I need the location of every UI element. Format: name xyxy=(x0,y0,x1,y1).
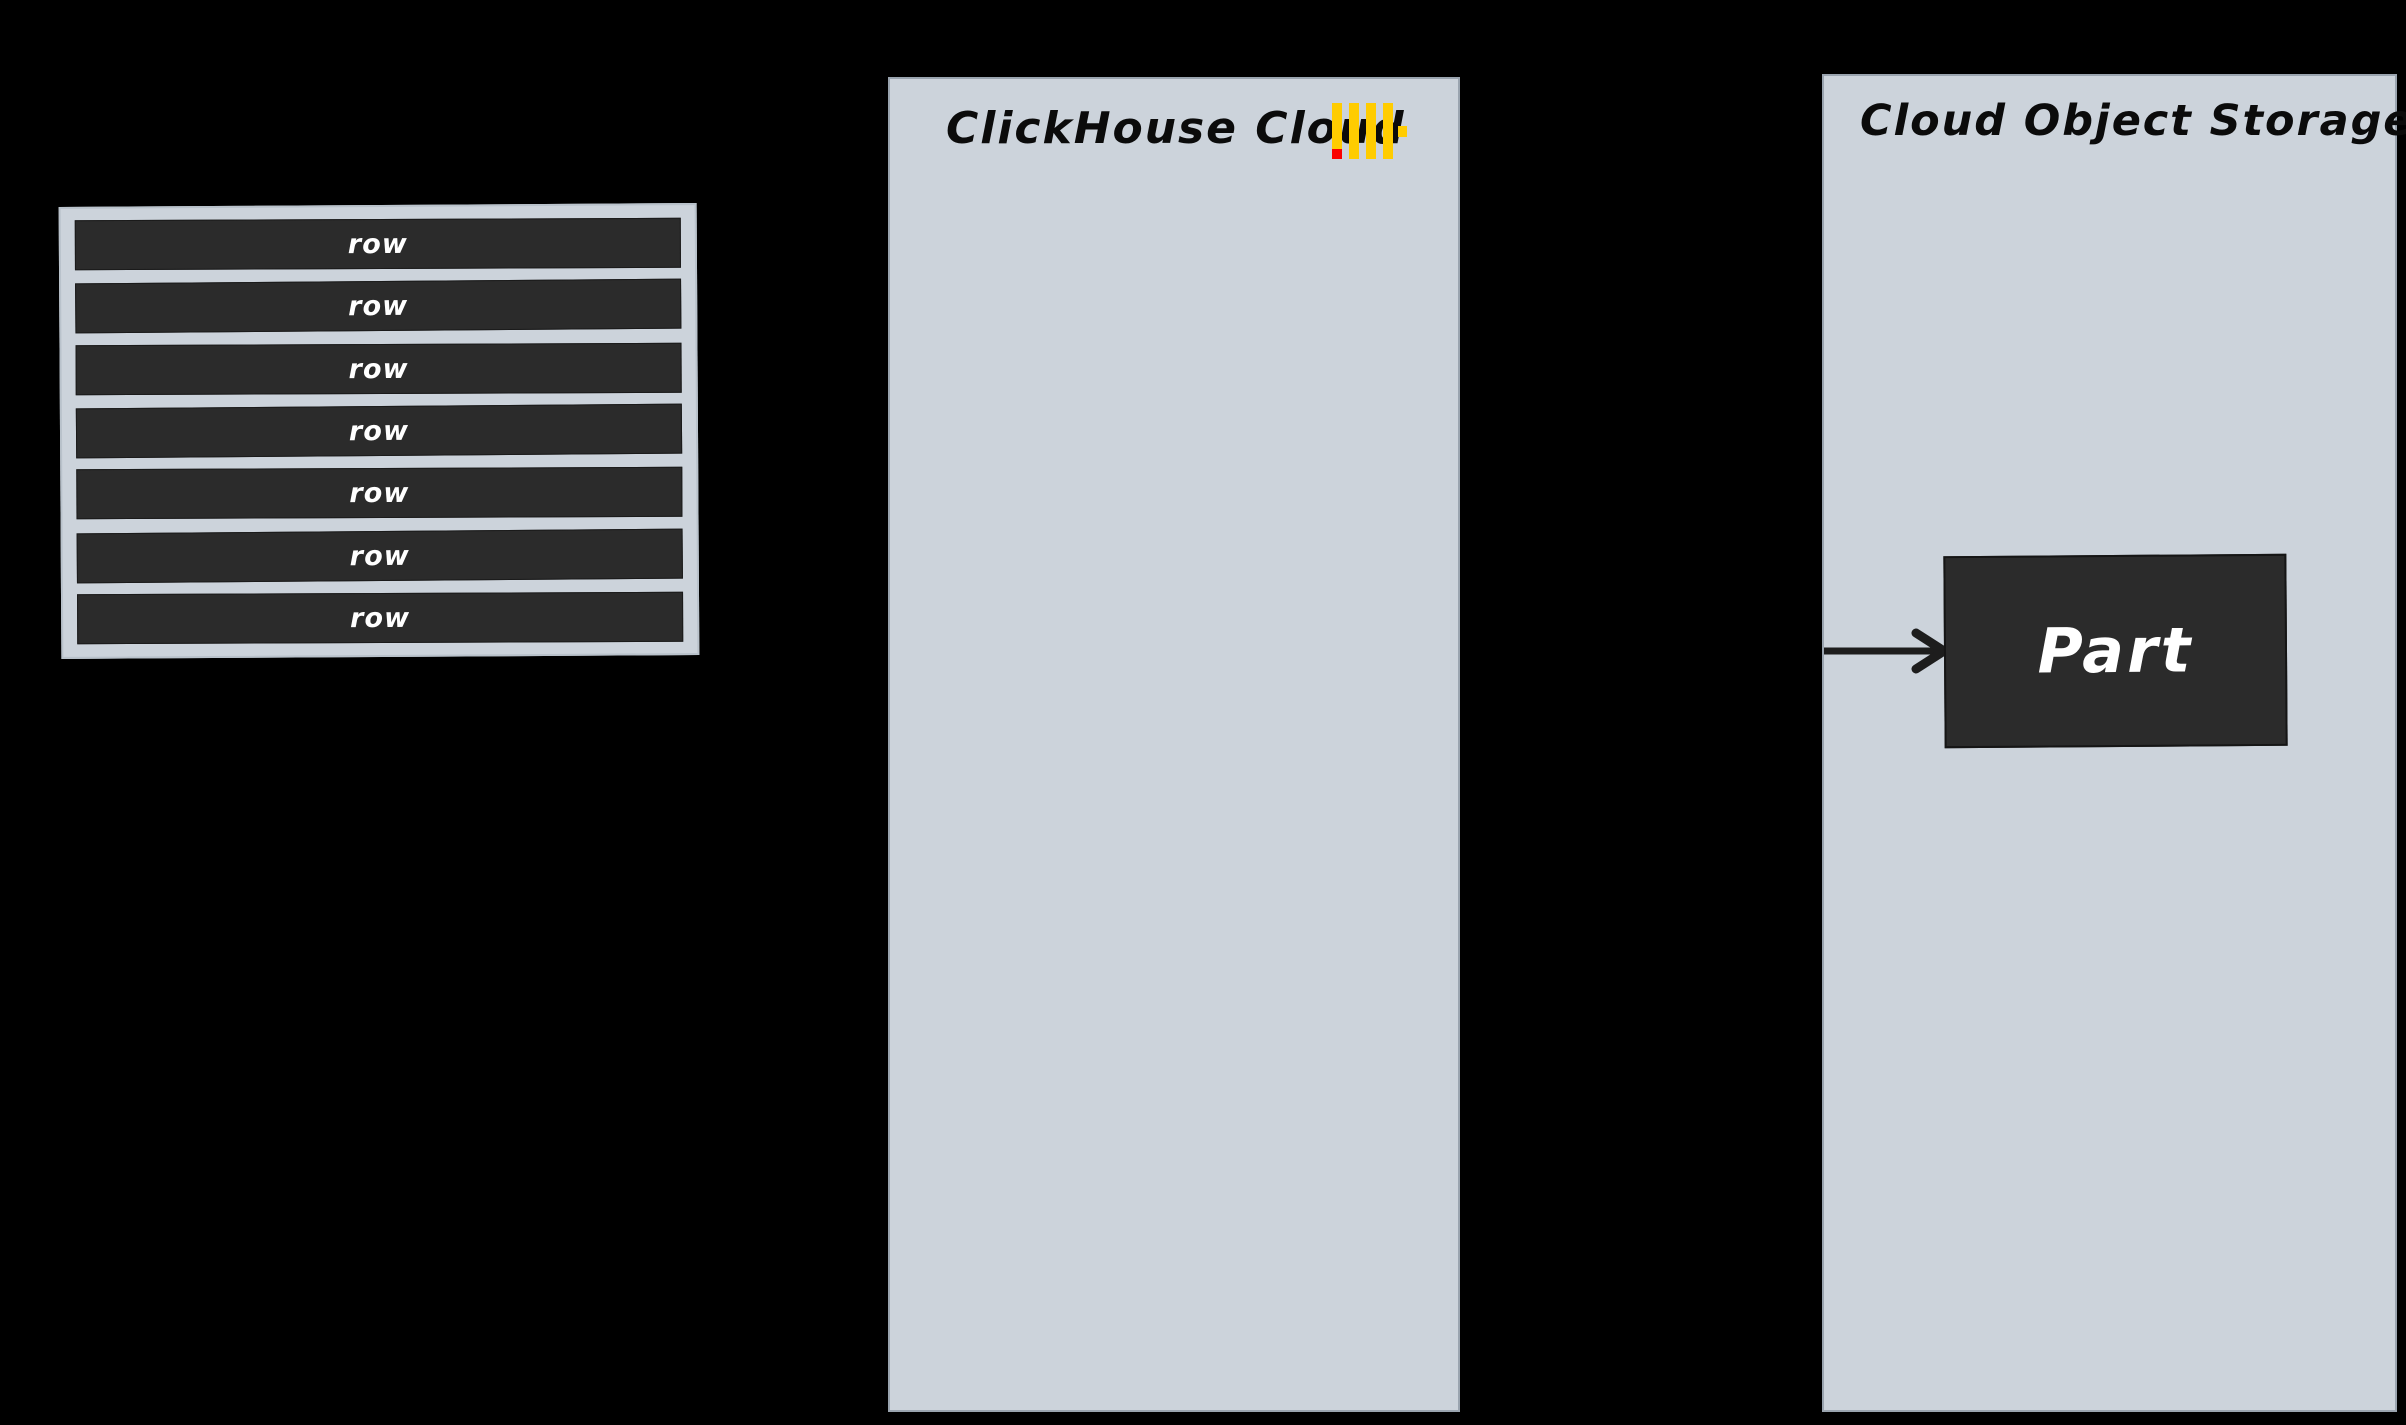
table-row: row xyxy=(75,342,682,395)
clickhouse-cloud-title: ClickHouse Cloud xyxy=(946,103,1406,154)
cloud-object-storage-title: Cloud Object Storage xyxy=(1860,96,2406,146)
part-box: Part xyxy=(1943,553,2288,749)
table-row: row xyxy=(76,467,683,520)
clickhouse-cloud-panel: ClickHouse Cloud xyxy=(888,77,1460,1412)
rows-table: row row row row row row row xyxy=(58,203,700,659)
table-row: row xyxy=(75,278,682,334)
table-row: row xyxy=(75,403,683,459)
row-label: row xyxy=(348,290,409,323)
row-label: row xyxy=(348,353,409,385)
row-label: row xyxy=(349,539,410,572)
row-label: row xyxy=(350,602,411,634)
row-label: row xyxy=(347,228,408,260)
arrow-right-icon xyxy=(1824,628,1953,674)
clickhouse-logo-icon xyxy=(1332,103,1407,159)
cloud-object-storage-panel: Cloud Object Storage Part xyxy=(1822,74,2406,1412)
table-row: row xyxy=(74,217,681,271)
table-row: row xyxy=(76,528,683,584)
table-row: row xyxy=(77,591,684,645)
row-label: row xyxy=(348,415,410,447)
row-label: row xyxy=(349,477,410,509)
part-label: Part xyxy=(2037,613,2194,688)
